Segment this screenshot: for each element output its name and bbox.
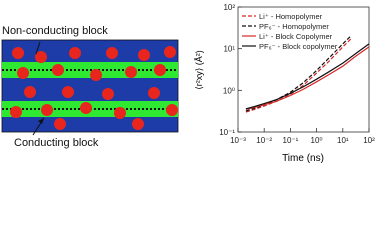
x-tick-label: 10⁰ (311, 136, 323, 145)
ion-particle (132, 118, 144, 130)
x-tick-label: 10⁻³ (230, 136, 246, 145)
data-lines (245, 35, 370, 113)
legend-label: Li⁺ - Block Copolymer (259, 32, 333, 41)
x-tick-label: 10¹ (337, 136, 349, 145)
ion-particle (80, 102, 92, 114)
ion-particle (12, 47, 24, 59)
plot-frame (237, 6, 370, 133)
y-axis-label: ⟨r²xy⟩ (Å²) (194, 50, 204, 90)
axis-ticks: 10⁻³ 10⁻² 10⁻¹ 10⁰ 10¹ 10² 10⁻¹ 10⁰ 10¹ 10² (219, 3, 375, 145)
ion-particle (10, 106, 22, 118)
x-tick-label: 10² (363, 136, 375, 145)
block-copolymer-schematic (1, 39, 179, 136)
ion-particle (24, 86, 36, 98)
legend-label: Li⁺ - Homopolymer (259, 12, 323, 21)
ion-particle (52, 64, 64, 76)
pointer-arrow-top (35, 41, 41, 55)
y-tick-label: 10² (223, 3, 235, 12)
y-tick-label: 10¹ (223, 45, 235, 54)
ion-particle (102, 88, 114, 100)
ion-particle (54, 118, 66, 130)
ion-particle (17, 67, 29, 79)
ion-particle (154, 64, 166, 76)
y-tick-label: 10⁰ (223, 86, 235, 95)
legend-label: PF₆⁻ - Homopolymer (259, 22, 329, 31)
conducting-block-label: Conducting block (14, 137, 99, 149)
ion-particle (114, 107, 126, 119)
ion-particle (164, 46, 176, 58)
x-tick-label: 10⁻² (256, 136, 272, 145)
legend-label: PF₆⁻ - Block copolymer (259, 42, 338, 51)
ion-particle (90, 69, 102, 81)
ion-particle (106, 47, 118, 59)
series-line-4 (245, 43, 370, 110)
ion-particle (166, 104, 178, 116)
ion-particle (41, 104, 53, 116)
x-axis-label: Time (ns) (282, 153, 324, 164)
ion-particle (148, 87, 160, 99)
msd-chart: 10⁻³ 10⁻² 10⁻¹ 10⁰ 10¹ 10² 10⁻¹ 10⁰ 10¹ 10² Li⁺ -… (194, 3, 375, 164)
ion-particle (35, 51, 47, 63)
ion-particle (62, 86, 74, 98)
ion-particle (125, 66, 137, 78)
nonconducting-block-region (1, 39, 179, 133)
ion-particles (10, 46, 178, 130)
ion-particle (69, 47, 81, 59)
ion-particle (138, 49, 150, 61)
series-line-3 (245, 46, 370, 110)
y-tick-label: 10⁻¹ (219, 128, 235, 137)
nonconducting-block-label: Non-conducting block (2, 25, 108, 37)
x-tick-label: 10⁻¹ (283, 136, 299, 145)
pointer-arrowhead-bottom (38, 118, 44, 124)
